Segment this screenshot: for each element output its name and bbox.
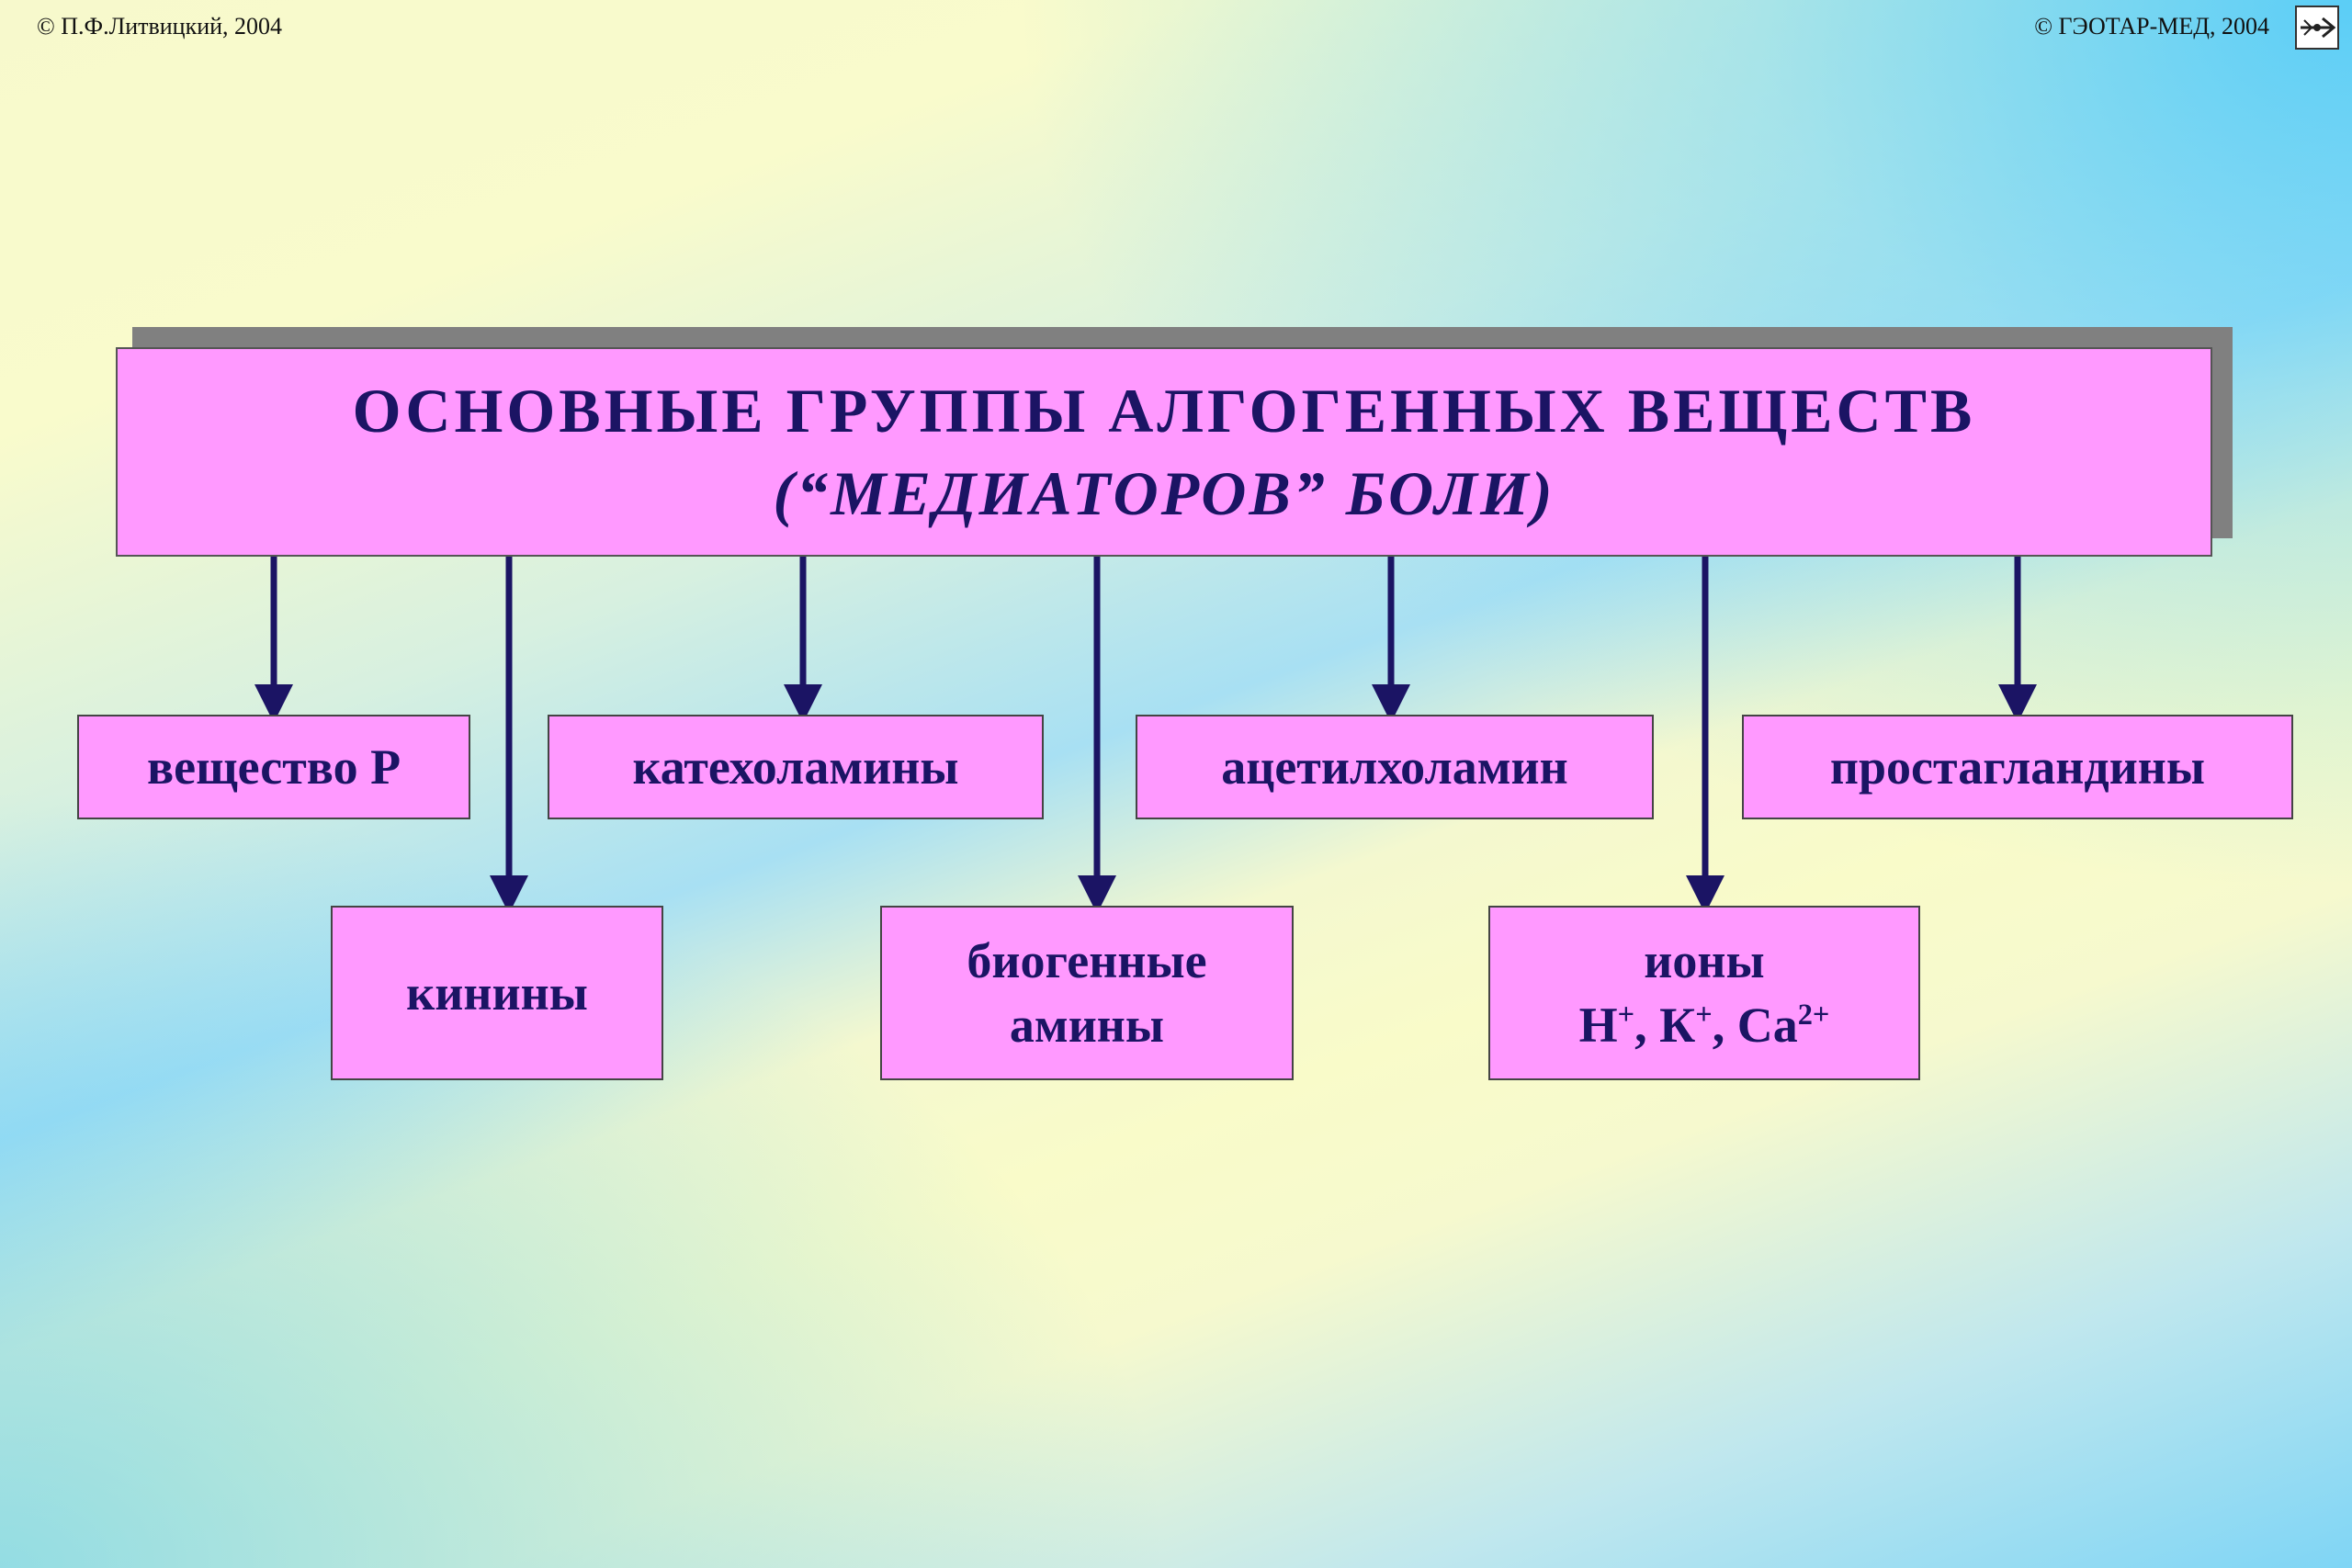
box-biogenic-amines: биогенные амины — [880, 906, 1294, 1080]
ion-k: К — [1659, 998, 1696, 1053]
geotar-arrow-logo-icon — [2295, 6, 2339, 50]
biogenic-amines-line-1: биогенные — [967, 932, 1207, 988]
biogenic-amines-line-2: амины — [1009, 998, 1165, 1053]
publisher-copyright: © ГЭОТАР-МЕД, 2004 — [2034, 13, 2269, 39]
substance-p-label: вещество Р — [146, 739, 401, 795]
ion-h-charge: + — [1617, 998, 1635, 1032]
ion-separator-1: , — [1634, 998, 1660, 1053]
ion-ca-charge: 2+ — [1797, 998, 1830, 1032]
diagram-title-box: ОСНОВНЫЕ ГРУППЫ АЛГОГЕННЫХ ВЕЩЕСТВ (“МЕД… — [116, 347, 2212, 557]
kinins-label: кинины — [406, 964, 588, 1021]
title-line-1: ОСНОВНЫЕ ГРУППЫ АЛГОГЕННЫХ ВЕЩЕСТВ — [352, 376, 1976, 446]
box-kinins: кинины — [331, 906, 663, 1080]
box-catecholamines: катехоламины — [548, 715, 1044, 819]
acetylcholamine-label: ацетилхоламин — [1221, 739, 1568, 795]
ions-line-2: Н+, К+, Са2+ — [1579, 993, 1830, 1057]
catecholamines-label: катехоламины — [632, 739, 959, 795]
box-acetylcholamine: ацетилхоламин — [1136, 715, 1654, 819]
title-line-2: (“МЕДИАТОРОВ” БОЛИ) — [773, 458, 1555, 528]
box-prostaglandins: простагландины — [1742, 715, 2293, 819]
ion-separator-2: , — [1712, 998, 1737, 1053]
ion-h: Н — [1578, 998, 1618, 1053]
author-copyright: © П.Ф.Литвицкий, 2004 — [37, 13, 283, 39]
ion-ca: Са — [1736, 998, 1798, 1053]
ion-k-charge: + — [1695, 998, 1713, 1032]
box-substance-p: вещество Р — [77, 715, 470, 819]
box-ions: ионы Н+, К+, Са2+ — [1488, 906, 1920, 1080]
prostaglandins-label: простагландины — [1829, 739, 2206, 795]
ions-line-1: ионы — [1644, 932, 1765, 988]
